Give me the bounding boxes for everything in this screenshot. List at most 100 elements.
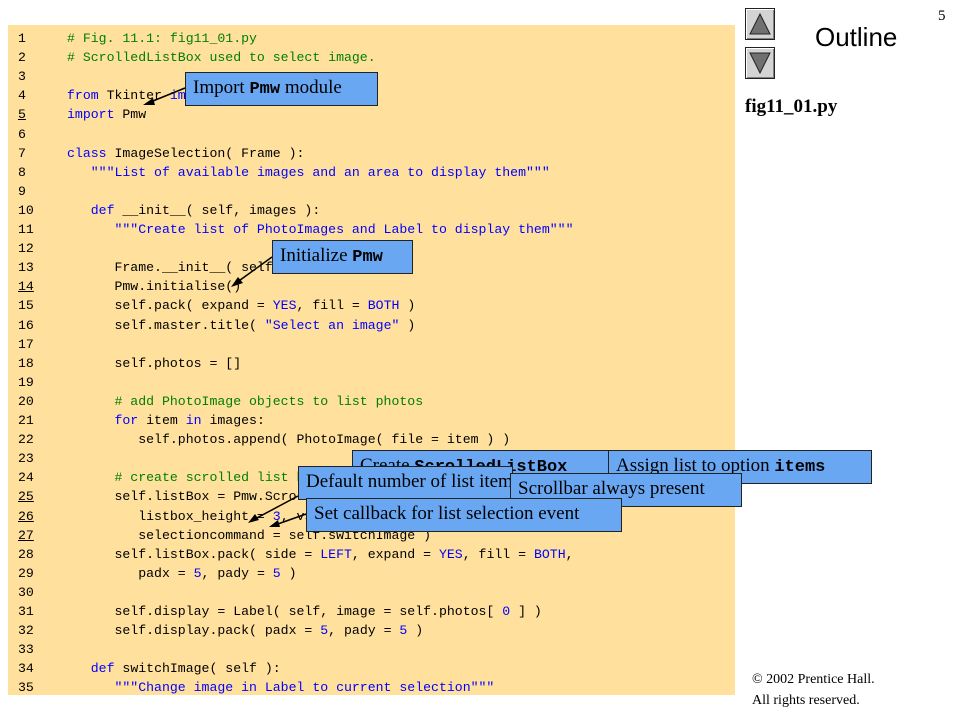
code-token (67, 222, 114, 237)
code-token: ) (399, 317, 416, 333)
code-token: Pmw (114, 107, 147, 123)
code-token: , fill = (296, 298, 368, 314)
triangle-down-icon (749, 52, 771, 74)
code-token: , expand = (351, 546, 439, 562)
code-token: YES (438, 546, 463, 562)
code-token: "Select an image" (264, 317, 400, 333)
code-text: Frame.__init__( self ) (67, 258, 288, 277)
callout-callback: Set callback for list selection event (306, 498, 622, 532)
code-line: 7 class ImageSelection( Frame ): (8, 144, 735, 163)
code-line: 2# ScrolledListBox used to select image. (8, 48, 735, 67)
code-token: ImageSelection( Frame ): (106, 145, 305, 161)
code-text: self.display.pack( padx = 5, pady = 5 ) (67, 621, 423, 640)
code-token: self.display = Label( self, image = self… (67, 604, 503, 619)
code-text: self.listBox.pack( side = LEFT, expand =… (67, 545, 574, 564)
code-text: Pmw.initialise() (67, 277, 241, 296)
line-number: 4 (18, 88, 26, 104)
code-token: ) (280, 565, 297, 581)
line-number: 31 (18, 604, 34, 619)
code-token: 0 (502, 604, 511, 619)
code-text: # Fig. 11.1: fig11_01.py (67, 29, 257, 48)
line-number: 8 (18, 164, 26, 180)
code-line: 15 self.pack( expand = YES, fill = BOTH … (8, 296, 735, 315)
line-number: 18 (18, 355, 34, 371)
code-token: , fill = (462, 546, 534, 562)
line-number: 27 (18, 527, 34, 543)
code-token: 3 (272, 508, 281, 524)
code-token: LEFT (320, 546, 352, 562)
line-number: 14 (18, 279, 34, 295)
code-line: 14 Pmw.initialise() (8, 277, 735, 296)
code-token (67, 470, 114, 485)
code-text: # ScrolledListBox used to select image. (67, 48, 376, 67)
line-number: 15 (18, 298, 34, 314)
code-line: 31 self.display = Label( self, image = s… (8, 602, 735, 621)
line-number: 13 (18, 260, 34, 276)
callout-initialize-pmw: Initialize Pmw (272, 240, 413, 274)
code-line: 12 (8, 239, 735, 258)
line-number: 24 (18, 470, 34, 486)
line-number: 6 (18, 126, 26, 142)
slide-number: 5 (938, 8, 946, 24)
code-token: 5 (193, 565, 202, 581)
code-line: 10 def __init__( self, images ): (8, 201, 735, 220)
file-label: fig11_01.py (745, 96, 838, 117)
line-number: 20 (18, 393, 34, 409)
line-number: 23 (18, 451, 34, 467)
code-line: 3 (8, 67, 735, 86)
code-line: 29 padx = 5, pady = 5 ) (8, 564, 735, 583)
code-text: self.display = Label( self, image = self… (67, 602, 541, 621)
line-number: 12 (18, 241, 34, 257)
line-number: 16 (18, 317, 34, 333)
code-token: self.display.pack( padx = (67, 623, 321, 639)
code-token: padx = (67, 565, 194, 581)
line-number: 7 (18, 145, 26, 161)
code-line: 33 (8, 640, 735, 659)
code-text: self.photos = [] (67, 354, 241, 373)
code-line: 1# Fig. 11.1: fig11_01.py (8, 29, 735, 48)
code-token: for (114, 413, 139, 428)
code-text: """Create list of PhotoImages and Label … (67, 220, 573, 239)
code-token (67, 165, 91, 180)
line-number: 30 (18, 584, 34, 600)
code-token: Tkinter (98, 88, 170, 104)
code-token: def (90, 661, 115, 677)
code-token: switchImage( self ): (114, 661, 281, 677)
line-number: 10 (18, 202, 34, 218)
code-token: ) (407, 623, 424, 639)
code-line: 34 def switchImage( self ): (8, 659, 735, 678)
code-text: class ImageSelection( Frame ): (67, 144, 304, 163)
code-token: listbox_height = (67, 508, 273, 524)
line-number: 25 (18, 489, 34, 505)
next-slide-button[interactable] (745, 47, 775, 79)
code-line: 35 """Change image in Label to current s… (8, 678, 735, 695)
code-text: """List of available images and an area … (67, 163, 550, 182)
code-line: 8 """List of available images and an are… (8, 163, 735, 182)
code-token: Pmw.initialise() (67, 279, 242, 295)
line-number: 33 (18, 642, 34, 658)
line-number: 11 (18, 222, 34, 237)
copyright: © 2002 Prentice Hall. (752, 672, 875, 687)
code-token: YES (272, 298, 297, 314)
previous-slide-button[interactable] (745, 8, 775, 40)
code-token: import (67, 107, 115, 123)
code-line: 21 for item in images: (8, 411, 735, 430)
triangle-up-icon (749, 13, 771, 35)
code-token: 5 (272, 565, 281, 581)
line-number: 32 (18, 623, 34, 639)
code-text: self.photos.append( PhotoImage( file = i… (67, 430, 510, 449)
outline-link[interactable]: Outline (815, 22, 898, 52)
code-token: BOTH (367, 298, 400, 314)
code-line: 23 (8, 449, 735, 468)
code-line: 32 self.display.pack( padx = 5, pady = 5… (8, 621, 735, 640)
code-text: self.master.title( "Select an image" ) (67, 316, 415, 335)
line-number: 21 (18, 413, 34, 428)
code-line: 16 self.master.title( "Select an image" … (8, 316, 735, 335)
code-token: , (565, 546, 574, 562)
line-number: 26 (18, 508, 34, 524)
line-number: 17 (18, 336, 34, 352)
line-number: 9 (18, 183, 26, 199)
line-number: 29 (18, 565, 34, 581)
rights: All rights reserved. (752, 693, 860, 708)
